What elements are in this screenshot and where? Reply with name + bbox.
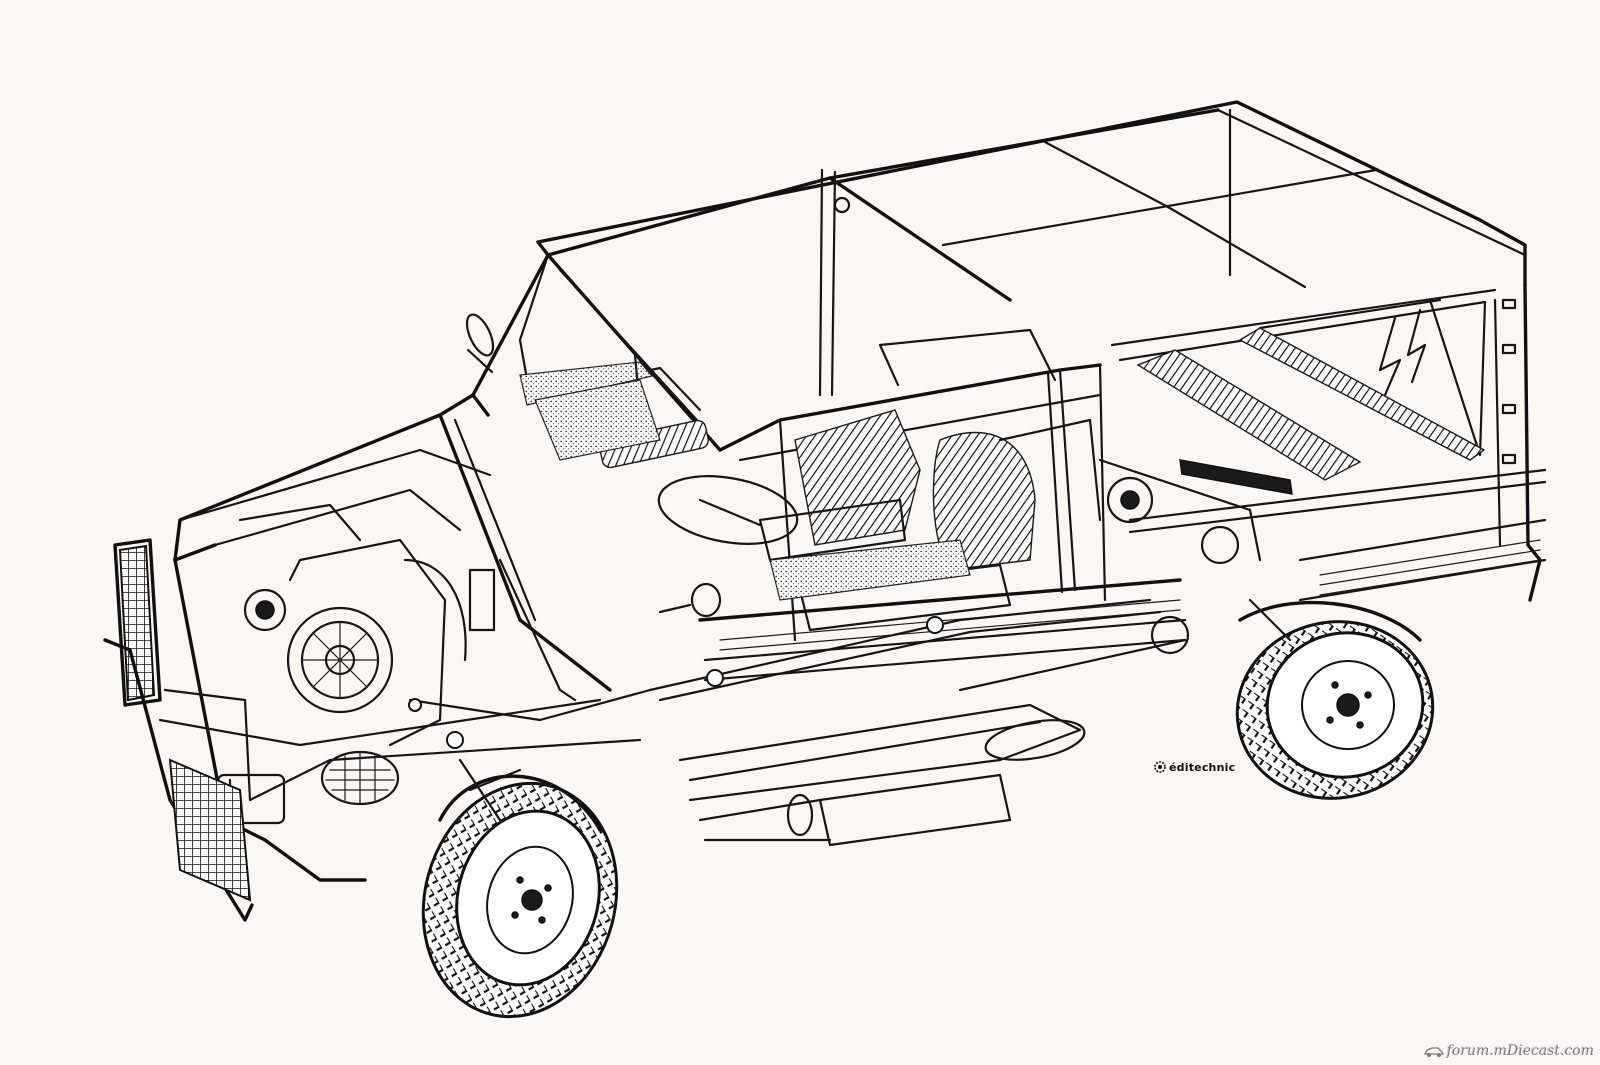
front-wheel bbox=[421, 758, 619, 1019]
roof-frame bbox=[536, 100, 1527, 397]
car-logo-icon bbox=[1423, 1047, 1444, 1057]
side-body bbox=[599, 328, 1187, 682]
watermark-text: forum.mDiecast.com bbox=[1446, 1043, 1594, 1059]
editechnic-signature: éditechnic bbox=[1153, 760, 1235, 774]
signature-text: éditechnic bbox=[1169, 760, 1236, 774]
drivetrain bbox=[648, 418, 1293, 802]
interior bbox=[534, 379, 1036, 632]
windscreen-frame bbox=[465, 253, 722, 452]
rear-wheel bbox=[1235, 598, 1435, 800]
rear-body bbox=[1110, 283, 1547, 602]
exhaust bbox=[698, 773, 1012, 847]
forum-watermark: forum.mDiecast.com bbox=[1423, 1043, 1594, 1059]
front-bumper-grille bbox=[103, 538, 254, 922]
engine-bay bbox=[238, 503, 652, 806]
gear-icon bbox=[1154, 761, 1166, 773]
side-mirror bbox=[658, 582, 722, 618]
